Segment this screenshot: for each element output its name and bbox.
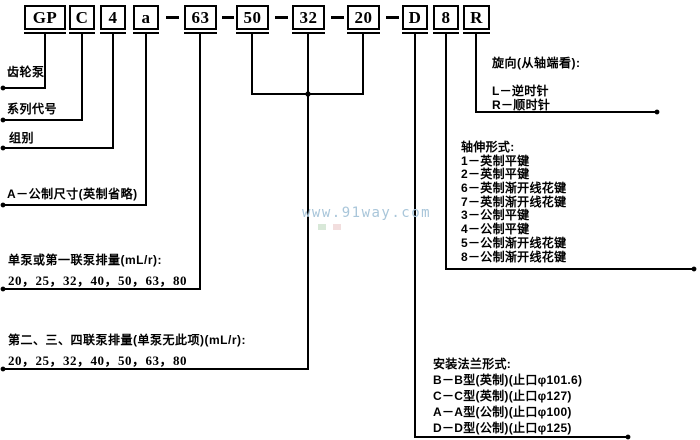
- merge-junction-dot: [305, 91, 311, 97]
- shaft-extension-option: 5－公制渐开线花键: [461, 235, 567, 250]
- code-box-32: 32: [292, 5, 325, 30]
- line-end-dot: [0, 286, 6, 292]
- mounting-flange-option: A－A型(公制)(止口φ100): [433, 405, 572, 419]
- code-box-gp: GP: [24, 5, 66, 30]
- code-separator-dash: [275, 16, 288, 19]
- shaft-extension-option: 3－公制平键: [461, 208, 530, 223]
- shaft-extension-option: 7－英制渐开线花键: [461, 194, 567, 209]
- code-box-r: R: [463, 5, 490, 30]
- label-metric-size: A－公制尺寸(英制省略): [7, 187, 138, 201]
- mounting-flange-option: D－D型(公制)(止口φ125): [433, 421, 572, 435]
- code-separator-dash: [386, 16, 399, 19]
- code-box-20: 20: [347, 5, 380, 30]
- watermark-speck: [333, 224, 341, 230]
- line-end-dot: [625, 434, 631, 440]
- mounting-flange-option: B－B型(英制)(止口φ101.6): [433, 373, 583, 387]
- shaft-extension-option: 6－英制渐开线花键: [461, 181, 567, 196]
- shaft-extension-option: 2－英制平键: [461, 167, 530, 182]
- line-end-dot: [691, 266, 697, 272]
- line-end-dot: [0, 117, 6, 123]
- line-end-dot: [654, 109, 660, 115]
- code-box-d: D: [402, 5, 428, 30]
- shaft-extension-option: 8－公制渐开线花键: [461, 249, 567, 264]
- rotation-title: 旋向(从轴端看):: [492, 56, 581, 70]
- code-box-4: 4: [100, 5, 126, 30]
- line-end-dot: [0, 202, 6, 208]
- shaft-extension-option: 4－公制平键: [461, 222, 530, 237]
- multi-pump-displacement-values: 20，25，32，40，50，63，80: [8, 353, 188, 368]
- label-gear-pump: 齿轮泵: [7, 65, 45, 79]
- shaft-extension-title: 轴伸形式:: [461, 140, 515, 154]
- label-series-code: 系列代号: [7, 102, 58, 116]
- mounting-flange-option: C－C型(英制)(止口φ127): [433, 389, 572, 403]
- multi-pump-displacement-title: 第二、三、四联泵排量(单泵无此项)(mL/r):: [8, 333, 246, 347]
- code-box-c: C: [69, 5, 95, 30]
- code-box-63: 63: [184, 5, 217, 30]
- rotation-options: L－逆时针 R－顺时针: [492, 84, 550, 112]
- line-end-dot: [0, 145, 6, 151]
- watermark-speck: [318, 224, 326, 230]
- single-pump-displacement-title: 单泵或第一联泵排量(mL/r):: [8, 253, 162, 267]
- watermark-text: www.91way.com: [302, 205, 432, 221]
- rotation-option: R－顺时针: [492, 98, 551, 112]
- code-separator-dash: [331, 16, 344, 19]
- label-group: 组别: [9, 131, 35, 145]
- single-pump-displacement-values: 20，25，32，40，50，63，80: [8, 273, 188, 288]
- shaft-extension-section: 轴伸形式: 1－英制平键 2－英制平键 6－英制渐开线花键 7－英制渐开线花键 …: [461, 140, 567, 264]
- line-end-dot: [0, 85, 6, 91]
- code-box-8: 8: [433, 5, 459, 30]
- line-end-dot: [0, 366, 6, 372]
- code-separator-dash: [166, 16, 179, 19]
- shaft-extension-option: 1－英制平键: [461, 153, 530, 168]
- mounting-flange-title: 安装法兰形式:: [433, 357, 512, 371]
- code-box-50: 50: [236, 5, 269, 30]
- rotation-option: L－逆时针: [492, 84, 549, 98]
- code-box-a: a: [133, 5, 159, 30]
- mounting-flange-section: 安装法兰形式: B－B型(英制)(止口φ101.6) C－C型(英制)(止口φ1…: [433, 356, 582, 436]
- code-separator-dash: [222, 16, 234, 19]
